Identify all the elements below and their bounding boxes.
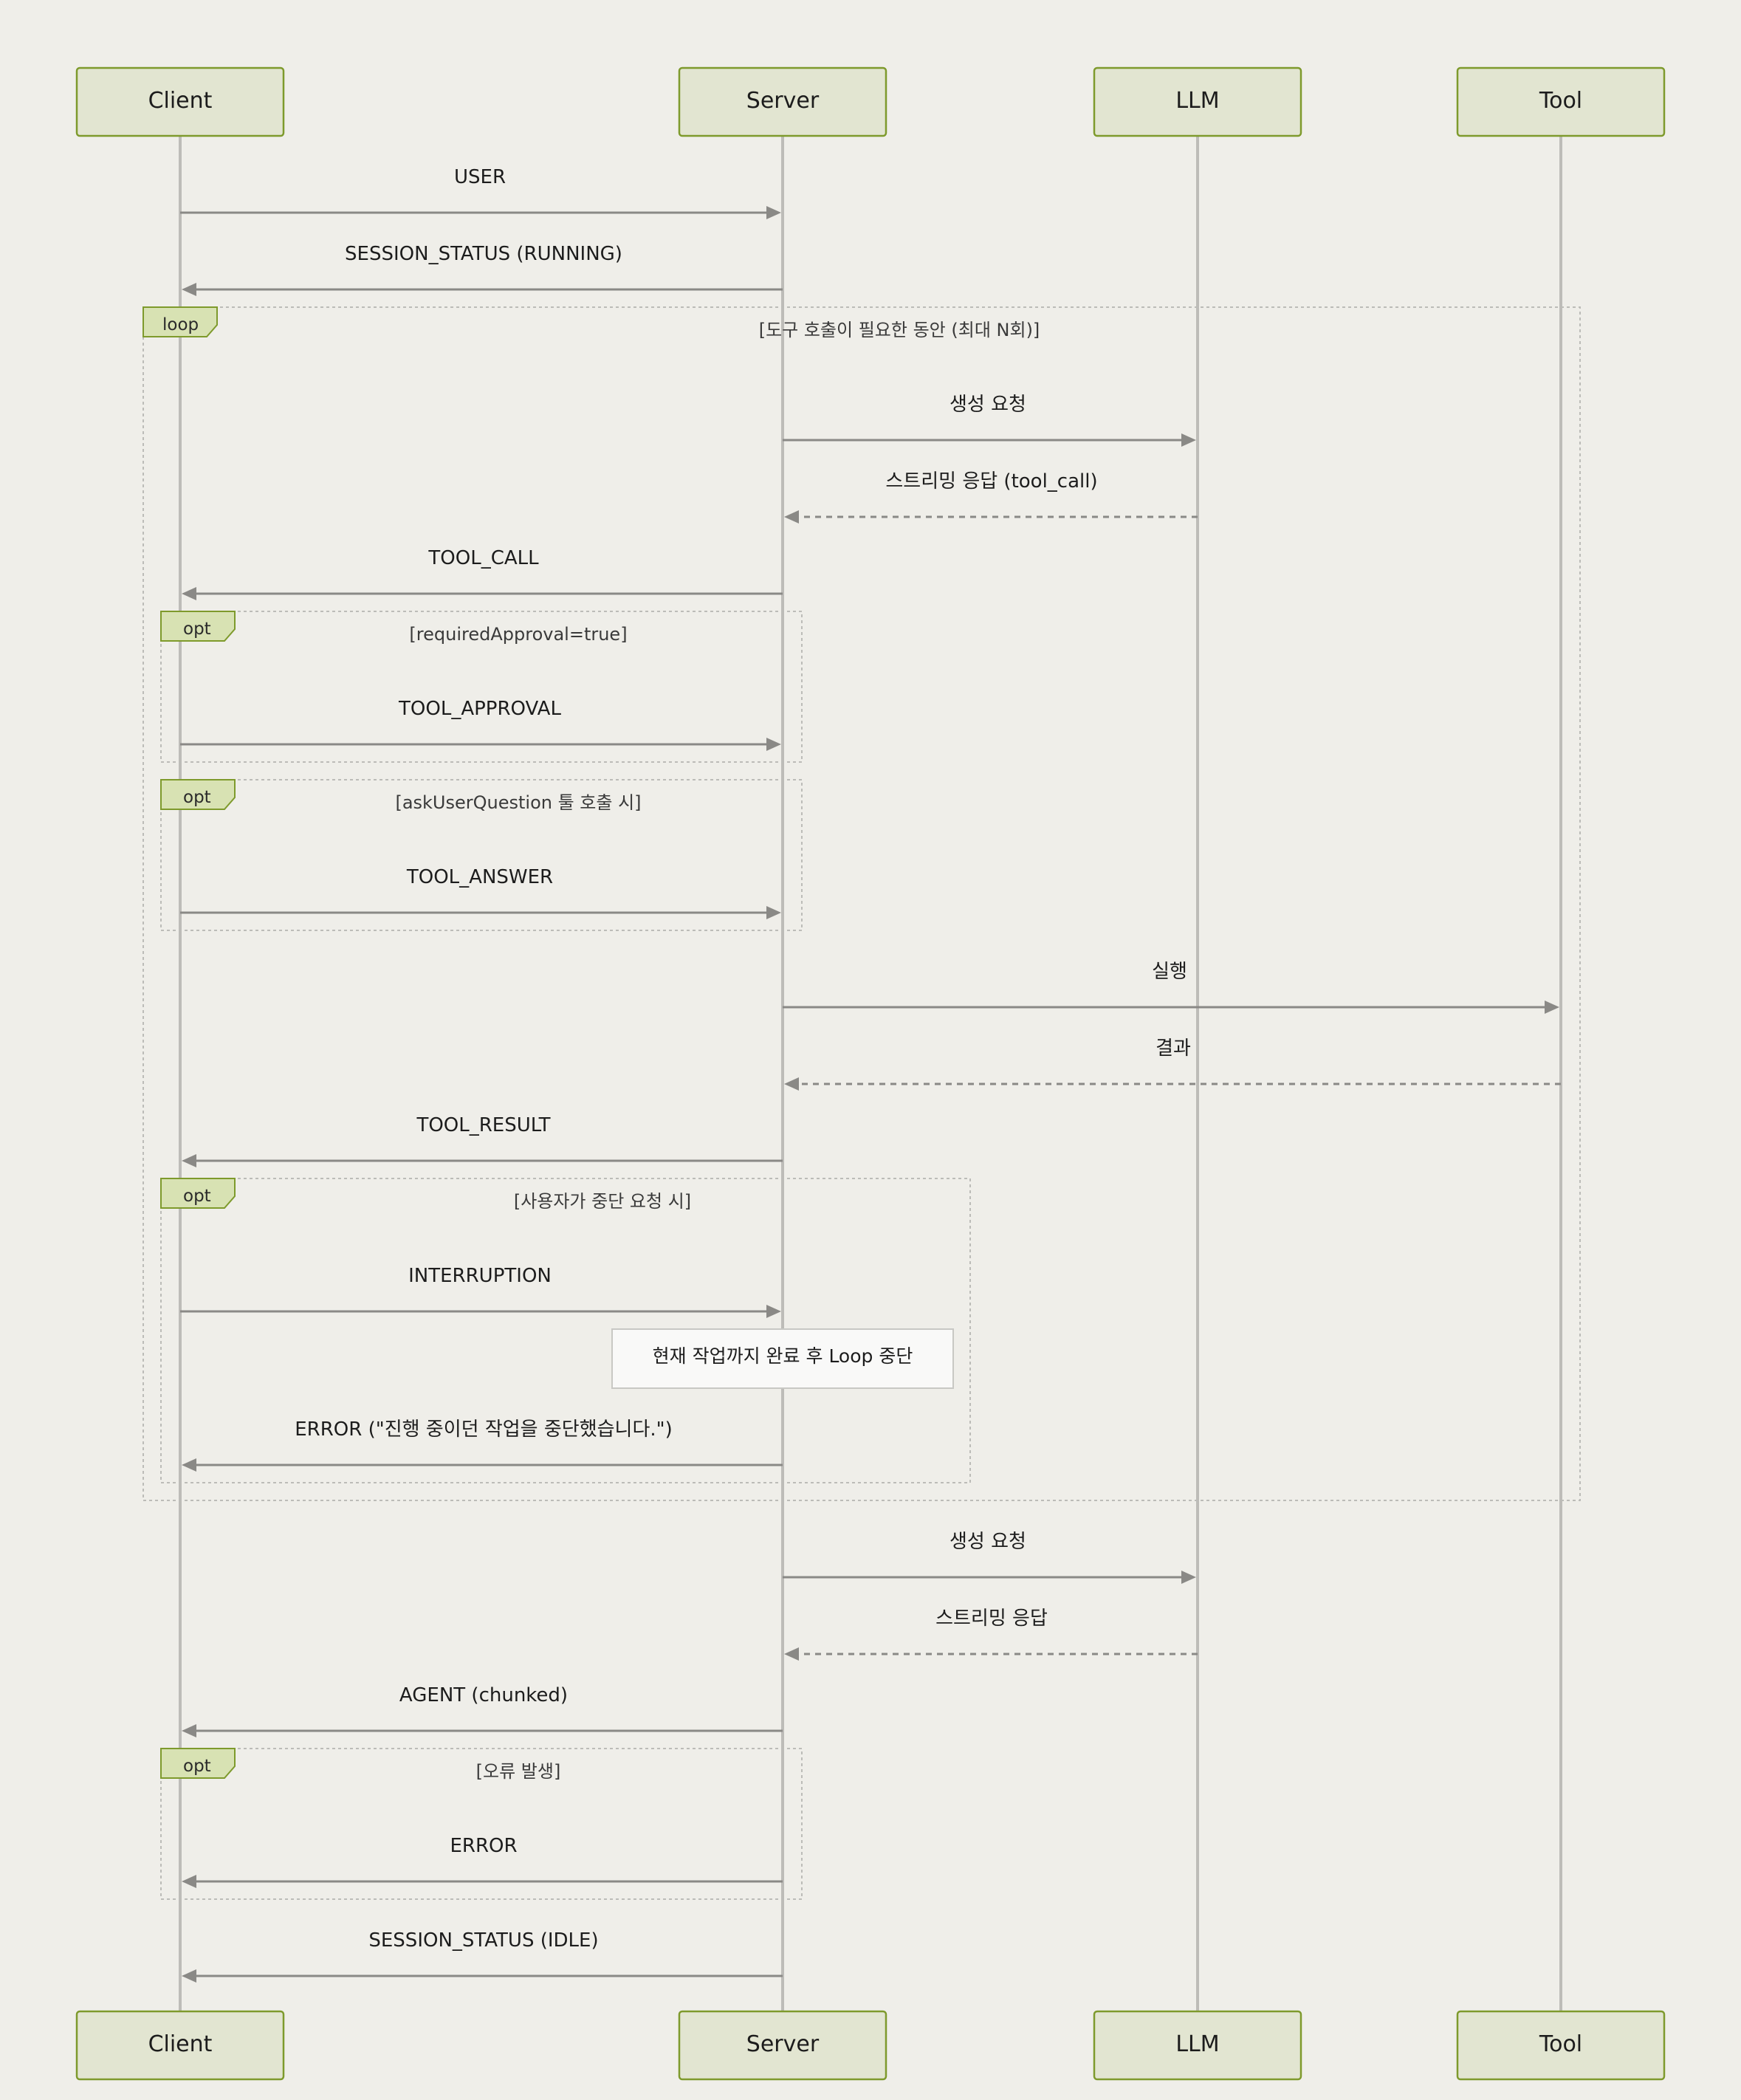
participant-server-bottom: Server xyxy=(678,2010,887,2081)
frame-opt-interrupt-guard: [사용자가 중단 요청 시] xyxy=(514,1191,691,1212)
message-session-status-idle-label: SESSION_STATUS (IDLE) xyxy=(368,1929,598,1952)
participant-client-bottom-label: Client xyxy=(148,2031,213,2057)
message-error-interrupt-label: ERROR ("진행 중이던 작업을 중단했습니다.") xyxy=(295,1418,673,1441)
frame-opt-error: opt [오류 발생] xyxy=(160,1748,803,1900)
participant-server-bottom-label: Server xyxy=(746,2031,820,2057)
message-session-status-idle: SESSION_STATUS (IDLE) xyxy=(182,1929,783,1983)
message-result-label: 결과 xyxy=(1155,1037,1191,1060)
participant-llm-top: LLM xyxy=(1093,66,1302,137)
frame-loop-guard: [도구 호출이 필요한 동안 (최대 N회)] xyxy=(759,320,1040,340)
message-streaming-response-toolcall: 스트리밍 응답 (tool_call) xyxy=(784,470,1198,524)
frame-loop: loop [도구 호출이 필요한 동안 (최대 N회)] xyxy=(142,306,1581,1501)
participant-llm-bottom-label: LLM xyxy=(1175,2031,1219,2057)
message-user-label: USER xyxy=(454,166,506,188)
message-tool-call-label: TOOL_CALL xyxy=(427,547,539,569)
message-tool-result-label: TOOL_RESULT xyxy=(416,1114,550,1136)
frame-opt-approval-guard: [requiredApproval=true] xyxy=(409,624,627,645)
frame-opt-interrupt-kind: opt xyxy=(183,1187,211,1206)
participant-llm-bottom: LLM xyxy=(1093,2010,1302,2081)
message-execute-label: 실행 xyxy=(1152,961,1187,983)
message-execute: 실행 xyxy=(783,961,1559,1014)
participant-tool-top-label: Tool xyxy=(1539,88,1582,114)
frame-opt-error-kind: opt xyxy=(183,1757,211,1776)
message-generate-request-1: 생성 요청 xyxy=(783,394,1196,447)
message-error-interrupt: ERROR ("진행 중이던 작업을 중단했습니다.") xyxy=(182,1418,783,1472)
frame-loop-kind: loop xyxy=(162,315,199,334)
participant-client-top-label: Client xyxy=(148,88,213,114)
participant-tool-top: Tool xyxy=(1456,66,1666,137)
note-loop-stop-text: 현재 작업까지 완료 후 Loop 중단 xyxy=(653,1345,913,1367)
message-user: USER xyxy=(180,166,781,219)
message-generate-request-2-label: 생성 요청 xyxy=(950,1531,1026,1553)
participant-tool-bottom-label: Tool xyxy=(1539,2031,1582,2057)
participant-client-bottom: Client xyxy=(75,2010,285,2081)
message-generate-request-1-label: 생성 요청 xyxy=(950,394,1026,416)
frame-opt-answer-kind: opt xyxy=(183,788,211,807)
message-result: 결과 xyxy=(784,1037,1561,1091)
message-streaming-response: 스트리밍 응답 xyxy=(784,1607,1198,1661)
participant-server-top-label: Server xyxy=(746,88,820,114)
message-tool-result: TOOL_RESULT xyxy=(182,1114,783,1167)
message-streaming-response-label: 스트리밍 응답 xyxy=(935,1607,1048,1630)
message-agent-chunked-label: AGENT (chunked) xyxy=(399,1684,568,1706)
message-interruption-label: INTERRUPTION xyxy=(408,1265,552,1287)
participant-client-top: Client xyxy=(75,66,285,137)
message-interruption: INTERRUPTION xyxy=(180,1265,781,1318)
frame-opt-answer-guard: [askUserQuestion 툴 호출 시] xyxy=(395,792,641,813)
message-tool-approval-label: TOOL_APPROVAL xyxy=(398,698,561,720)
message-agent-chunked: AGENT (chunked) xyxy=(182,1684,783,1737)
participant-server-top: Server xyxy=(678,66,887,137)
participant-llm-top-label: LLM xyxy=(1175,88,1219,114)
message-tool-call: TOOL_CALL xyxy=(182,547,783,600)
message-session-status-running: SESSION_STATUS (RUNNING) xyxy=(182,243,783,296)
participant-tool-bottom: Tool xyxy=(1456,2010,1666,2081)
frame-opt-approval: opt [requiredApproval=true] xyxy=(160,611,803,763)
message-tool-answer: TOOL_ANSWER xyxy=(180,866,781,919)
note-loop-stop: 현재 작업까지 완료 후 Loop 중단 xyxy=(611,1328,954,1389)
message-generate-request-2: 생성 요청 xyxy=(783,1531,1196,1584)
message-streaming-response-toolcall-label: 스트리밍 응답 (tool_call) xyxy=(885,470,1097,493)
message-error-label: ERROR xyxy=(450,1835,517,1857)
frame-opt-approval-kind: opt xyxy=(183,620,211,639)
frame-opt-error-guard: [오류 발생] xyxy=(476,1761,561,1782)
message-tool-approval: TOOL_APPROVAL xyxy=(180,698,781,751)
frame-opt-interrupt: opt [사용자가 중단 요청 시] xyxy=(160,1178,971,1483)
message-error: ERROR xyxy=(182,1835,783,1888)
frame-opt-answer: opt [askUserQuestion 툴 호출 시] xyxy=(160,779,803,931)
message-tool-answer-label: TOOL_ANSWER xyxy=(406,866,553,888)
message-session-status-running-label: SESSION_STATUS (RUNNING) xyxy=(345,243,622,265)
